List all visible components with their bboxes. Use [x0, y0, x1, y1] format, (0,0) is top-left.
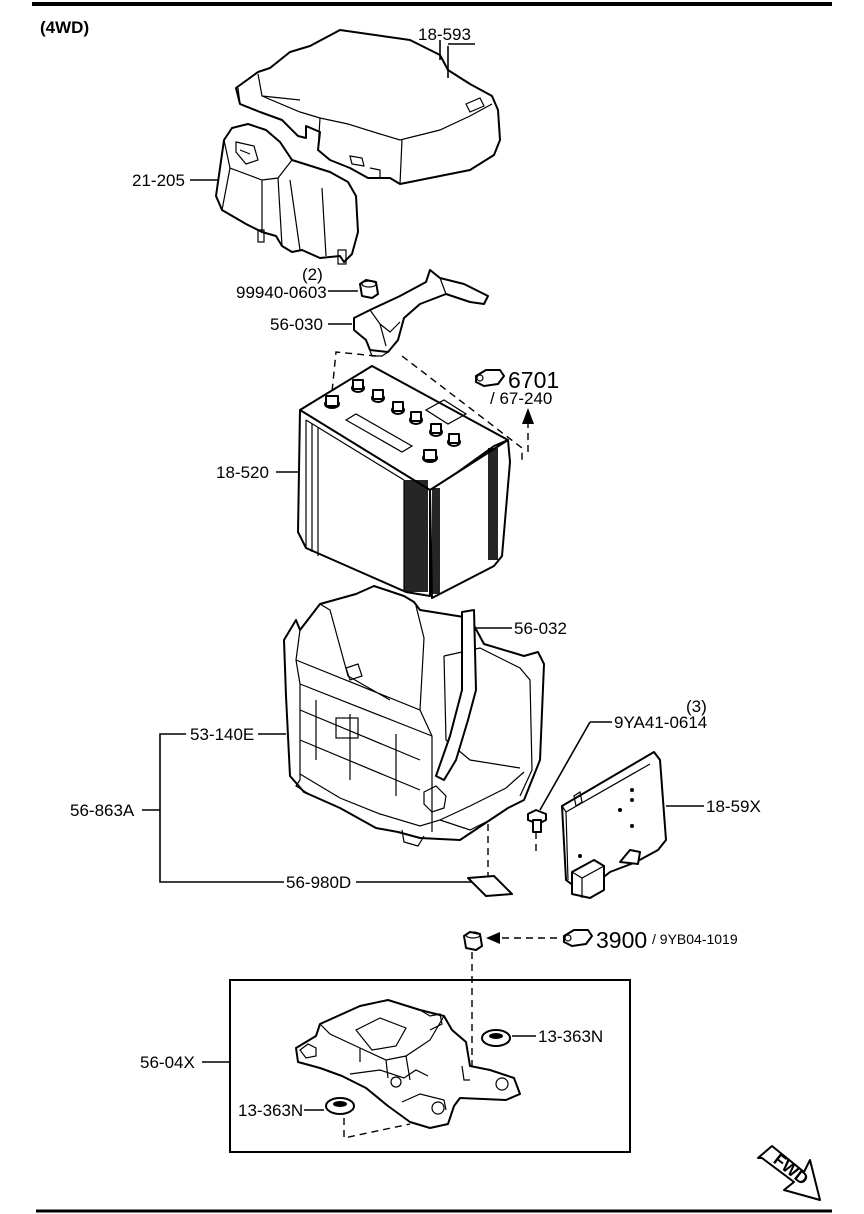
- label-ref1-main: 6701: [508, 367, 559, 393]
- grommet-right[interactable]: [481, 1029, 511, 1047]
- label-tray: 53-140E: [190, 725, 254, 744]
- label-cover-side: 21-205: [132, 171, 185, 190]
- battery-bracket[interactable]: [295, 999, 521, 1129]
- label-grommet-right: 13-363N: [538, 1027, 603, 1046]
- label-pad: 56-980D: [286, 873, 351, 892]
- nut-lower[interactable]: [463, 931, 483, 951]
- battery-tray[interactable]: [283, 585, 545, 847]
- label-nut-qty: (2): [302, 265, 323, 284]
- label-side-plate: 18-59X: [706, 797, 761, 816]
- hold-down-rod[interactable]: [435, 609, 477, 781]
- variant-header: (4WD): [40, 18, 89, 37]
- label-ref2-sub: / 9YB04-1019: [652, 931, 738, 947]
- label-ref2-main: 3900: [596, 927, 647, 953]
- label-nut: 99940-0603: [236, 283, 327, 302]
- hold-down-clamp[interactable]: [353, 269, 489, 357]
- label-cover-top: 18-593: [418, 25, 471, 44]
- label-battery: 18-520: [216, 463, 269, 482]
- bracket-box: [229, 979, 631, 1153]
- ref-arrow-3900: [563, 929, 593, 947]
- bracket-tray-assy: [159, 733, 284, 883]
- guide-clamp-battery: [331, 351, 377, 393]
- label-bolt-qty: (3): [686, 697, 707, 716]
- label-tray-assy: 56-863A: [70, 801, 135, 820]
- nut-part[interactable]: [359, 279, 379, 299]
- battery-caps: [324, 379, 461, 463]
- tray-pad[interactable]: [467, 875, 513, 897]
- battery[interactable]: [297, 365, 511, 599]
- grommet-left[interactable]: [325, 1097, 355, 1115]
- label-ref1-sub: / 67-240: [490, 389, 552, 408]
- fwd-arrow-icon: FWD: [757, 1145, 821, 1201]
- label-bolt: 9YA41-0614: [614, 713, 707, 732]
- ref-arrow-6701: [475, 369, 505, 387]
- battery-cover-top[interactable]: [235, 29, 501, 185]
- bolt-part[interactable]: [527, 809, 547, 833]
- battery-cover-side[interactable]: [215, 123, 359, 265]
- label-bracket: 56-04X: [140, 1053, 195, 1072]
- side-plate[interactable]: [561, 751, 667, 899]
- label-bolt-rod: 56-032: [514, 619, 567, 638]
- label-clamp: 56-030: [270, 315, 323, 334]
- label-grommet-left: 13-363N: [238, 1101, 303, 1120]
